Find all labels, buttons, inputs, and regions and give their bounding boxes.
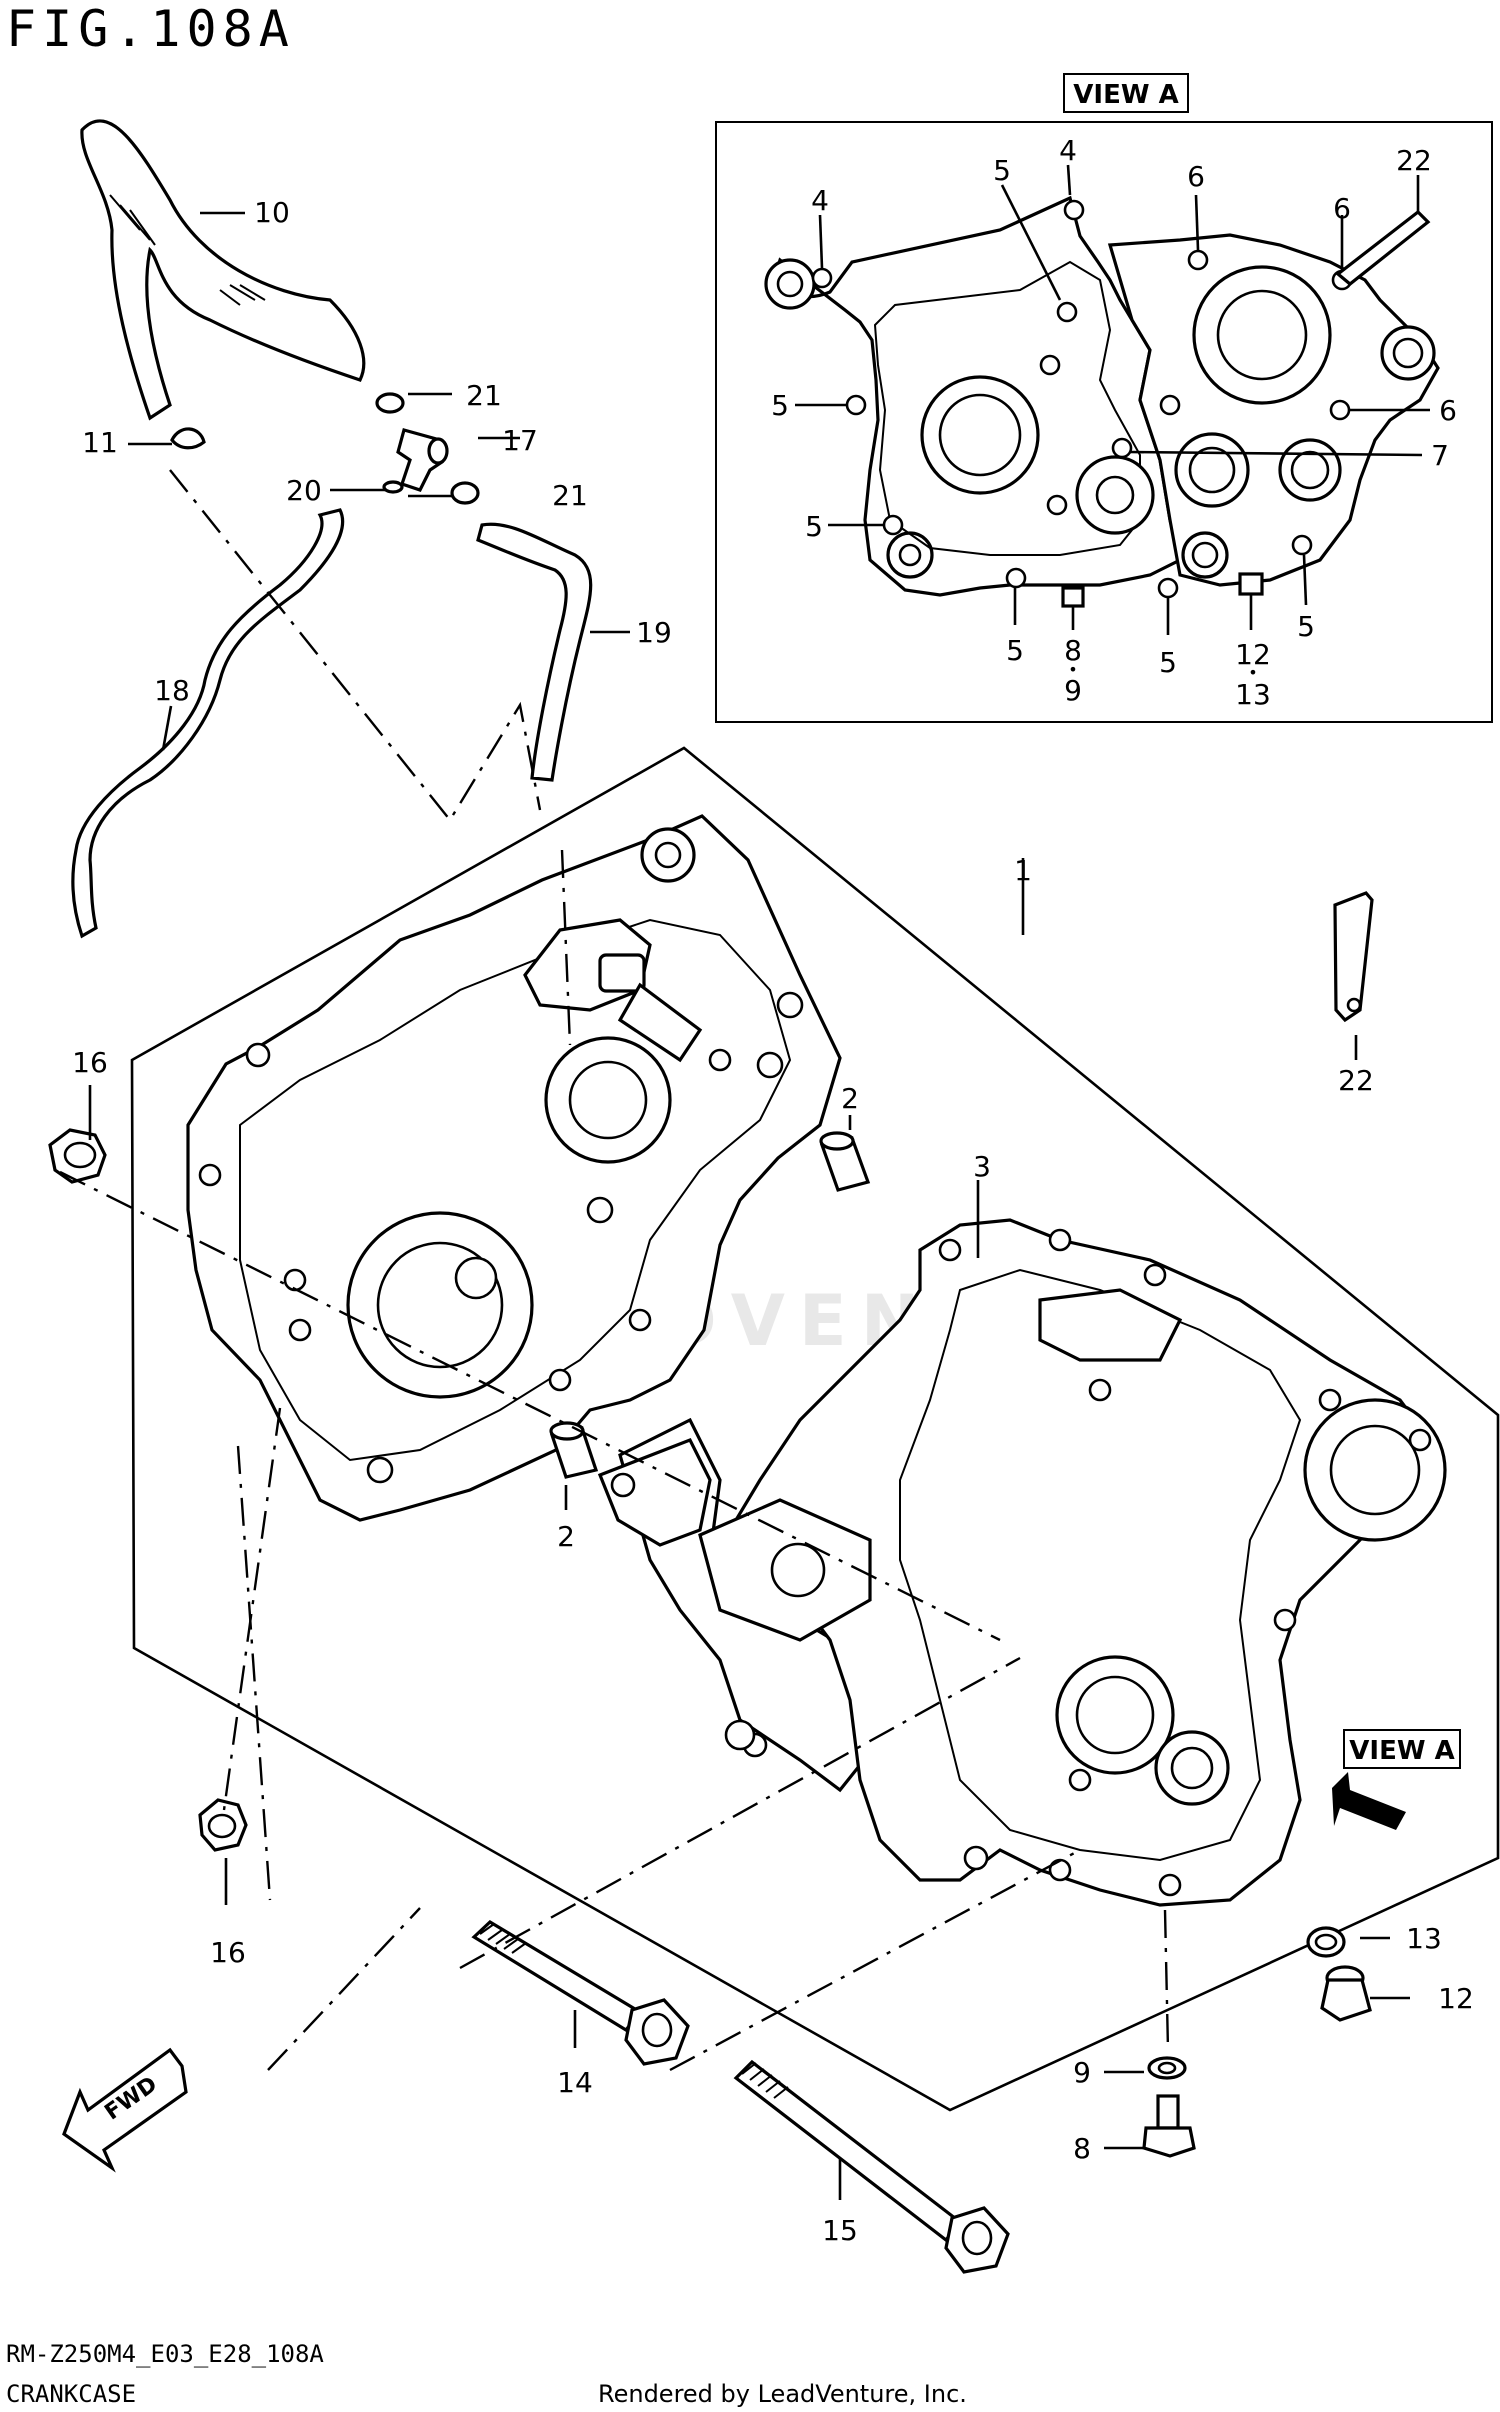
callout-6-inset-low: 6 (1439, 394, 1457, 427)
hose-clamp-21-upper (375, 392, 405, 414)
callout-22-inset: 22 (1396, 144, 1432, 177)
callout-2-lower: 2 (557, 1520, 575, 1553)
callout-5-inset-bottom-a: 5 (1006, 634, 1024, 667)
drain-plug-12 (1320, 1965, 1372, 2022)
alignment-lines (59, 469, 1170, 2072)
callout-17: 17 (502, 424, 538, 457)
callout-5-inset-left: 5 (771, 389, 789, 422)
callout-16-lower: 16 (210, 1936, 246, 1969)
callout-5-inset-bottom-c: 5 (1297, 610, 1315, 643)
breather-hose-18 (71, 508, 345, 939)
model-code: RM-Z250M4_E03_E28_108A (6, 2340, 324, 2368)
inset-drain-plug (1238, 572, 1264, 596)
callout-5-inset-top: 5 (993, 154, 1011, 187)
callout-22-main: 22 (1338, 1064, 1374, 1097)
inset-frame (715, 121, 1493, 723)
inset-drain-bolt (1061, 586, 1085, 608)
nut-16-upper (48, 1128, 107, 1184)
callout-7-inset: 7 (1431, 439, 1449, 472)
callout-4-inset-top: 4 (1059, 134, 1077, 167)
bolt-8 (1142, 2094, 1196, 2158)
right-case-bolt-holes (742, 1228, 1432, 1897)
callout-21-upper: 21 (466, 379, 502, 412)
callout-21-lower: 21 (552, 479, 588, 512)
dowel-pin-lower (549, 1421, 599, 1479)
inset-view-label: VIEW A (1073, 80, 1178, 110)
callout-5-inset-lower-left: 5 (805, 510, 823, 543)
callout-6-inset-right: 6 (1333, 192, 1351, 225)
callout-13-main: 13 (1406, 1922, 1442, 1955)
view-a-arrow (1332, 1772, 1406, 1830)
hose-clip-11 (170, 427, 206, 450)
callout-18: 18 (154, 674, 190, 707)
callout-20: 20 (286, 474, 322, 507)
fwd-arrow: FWD (62, 2047, 188, 2173)
callout-8-main: 8 (1073, 2132, 1091, 2165)
callout-10: 10 (254, 196, 290, 229)
main-view-label: VIEW A (1349, 1736, 1454, 1766)
callout-leaders (88, 211, 1410, 2200)
callout-2-upper: 2 (841, 1082, 859, 1115)
callout-9-main: 9 (1073, 2056, 1091, 2089)
callout-8-inset: 8 (1064, 634, 1082, 667)
figure-title: FIG.108A (6, 0, 295, 58)
inset-leaders (795, 164, 1430, 635)
svg-text:•: • (1068, 660, 1077, 679)
callout-11: 11 (82, 426, 118, 459)
svg-text:•: • (1248, 663, 1257, 682)
view-a-inset: VIEW A (715, 73, 1493, 723)
bolt-14 (471, 1920, 690, 2066)
inset-view-label-box (1063, 73, 1189, 113)
right-case-gasket-flange (597, 1437, 712, 1547)
bolt-15 (733, 2059, 1010, 2274)
hose-clamp-21-lower (450, 481, 480, 505)
section-name: CRANKCASE (6, 2380, 137, 2408)
callout-1: 1 (1014, 854, 1032, 887)
callout-12-inset: 12 (1235, 638, 1271, 671)
callout-16-upper: 16 (72, 1046, 108, 1079)
callout-15: 15 (822, 2214, 858, 2247)
callout-12-main: 12 (1438, 1982, 1474, 2015)
nut-16-lower (198, 1798, 248, 1852)
callout-13-inset: 13 (1235, 678, 1271, 711)
callout-numbers: 4 4 5 6 6 22 5 6 7 5 5 8 • 9 5 12 • 13 5… (72, 134, 1474, 2247)
callout-9-inset: 9 (1064, 674, 1082, 707)
callout-6-inset-top: 6 (1187, 160, 1205, 193)
clamp-22 (1333, 891, 1374, 1023)
assembly-bracket-1 (130, 746, 1500, 2112)
inset-bolt-holes (811, 199, 1353, 599)
callout-5-inset-bottom-b: 5 (1159, 646, 1177, 679)
dowel-pin-upper (819, 1131, 871, 1192)
hose-fitting-17 (396, 428, 449, 492)
breather-hose-19 (476, 522, 593, 782)
callout-14: 14 (557, 2066, 593, 2099)
callout-4-inset-left: 4 (811, 184, 829, 217)
callout-19: 19 (636, 616, 672, 649)
left-crankcase-half (186, 814, 842, 1522)
o-ring-20 (382, 480, 404, 494)
inset-clamp-22 (1335, 209, 1431, 287)
rendered-by-credit: Rendered by LeadVenture, Inc. (598, 2380, 967, 2408)
callout-3: 3 (973, 1150, 991, 1183)
breather-hose-10 (80, 119, 366, 421)
main-view-label-box (1343, 1729, 1461, 1769)
